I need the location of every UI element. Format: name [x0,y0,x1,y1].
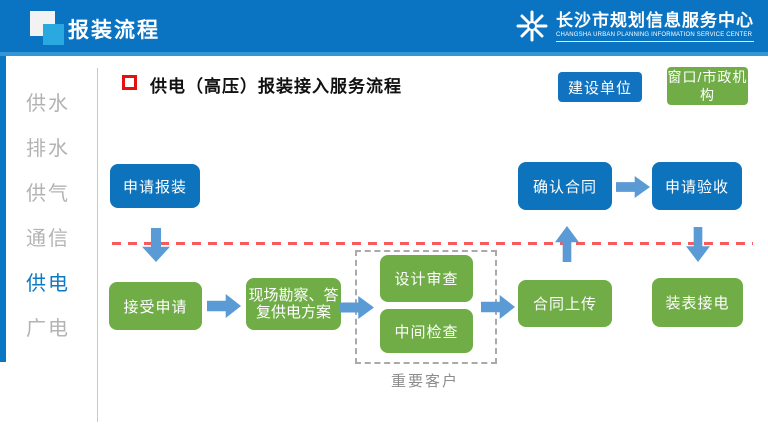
sidebar-item-water[interactable]: 供水 [26,93,70,115]
header-accent-strip [0,52,768,56]
sidebar-item-gas[interactable]: 供气 [26,183,70,205]
org-logo: 长沙市规划信息服务中心 CHANGSHA URBAN PLANNING INFO… [514,8,754,44]
arrow-right-accept-to-survey-icon [207,294,241,318]
flow-box-apply-install: 申请报装 [110,164,200,208]
sidebar-item-telecom[interactable]: 通信 [26,228,70,250]
flow-box-accept-apply: 接受申请 [109,282,202,330]
sidebar-item-broadcast[interactable]: 广电 [26,318,70,340]
flow-box-contract-upload: 合同上传 [518,280,612,327]
legend-window-municipal: 窗口/市政机构 [667,67,748,105]
important-customer-label: 重要客户 [390,373,459,390]
logo-square-blue [43,24,64,45]
flow-box-design-review: 设计审查 [380,255,473,302]
arrow-down-apply-to-accept-icon [142,228,170,262]
arrow-right-confirm-to-acceptance-icon [616,176,650,198]
sidebar-item-drainage[interactable]: 排水 [26,138,70,160]
flow-box-meter-connect: 装表接电 [652,278,743,327]
flow-box-mid-inspection: 中间检查 [380,309,473,353]
header-bar: 报装流程 长沙市规划信息服务中心 CHANGSHA URBAN PLANNING… [0,0,768,52]
flow-box-site-survey: 现场勘察、答复供电方案 [246,278,341,330]
section-title: 供电（高压）报装接入服务流程 [150,77,402,96]
flow-box-apply-acceptance: 申请验收 [652,162,742,210]
red-dashed-divider [112,242,753,245]
sidebar-divider [97,68,98,422]
sidebar-item-power[interactable]: 供电 [26,273,70,295]
legend-construction-unit: 建设单位 [558,72,642,102]
flow-box-confirm-contract: 确认合同 [518,162,612,210]
section-bullet-icon [122,75,137,90]
page-title: 报装流程 [68,19,160,42]
left-accent-bar [0,56,6,362]
app-logo [30,11,70,47]
org-name-zh: 长沙市规划信息服务中心 [556,10,754,30]
org-name-en: CHANGSHA URBAN PLANNING INFORMATION SERV… [556,31,754,42]
org-emblem-icon [516,10,548,42]
